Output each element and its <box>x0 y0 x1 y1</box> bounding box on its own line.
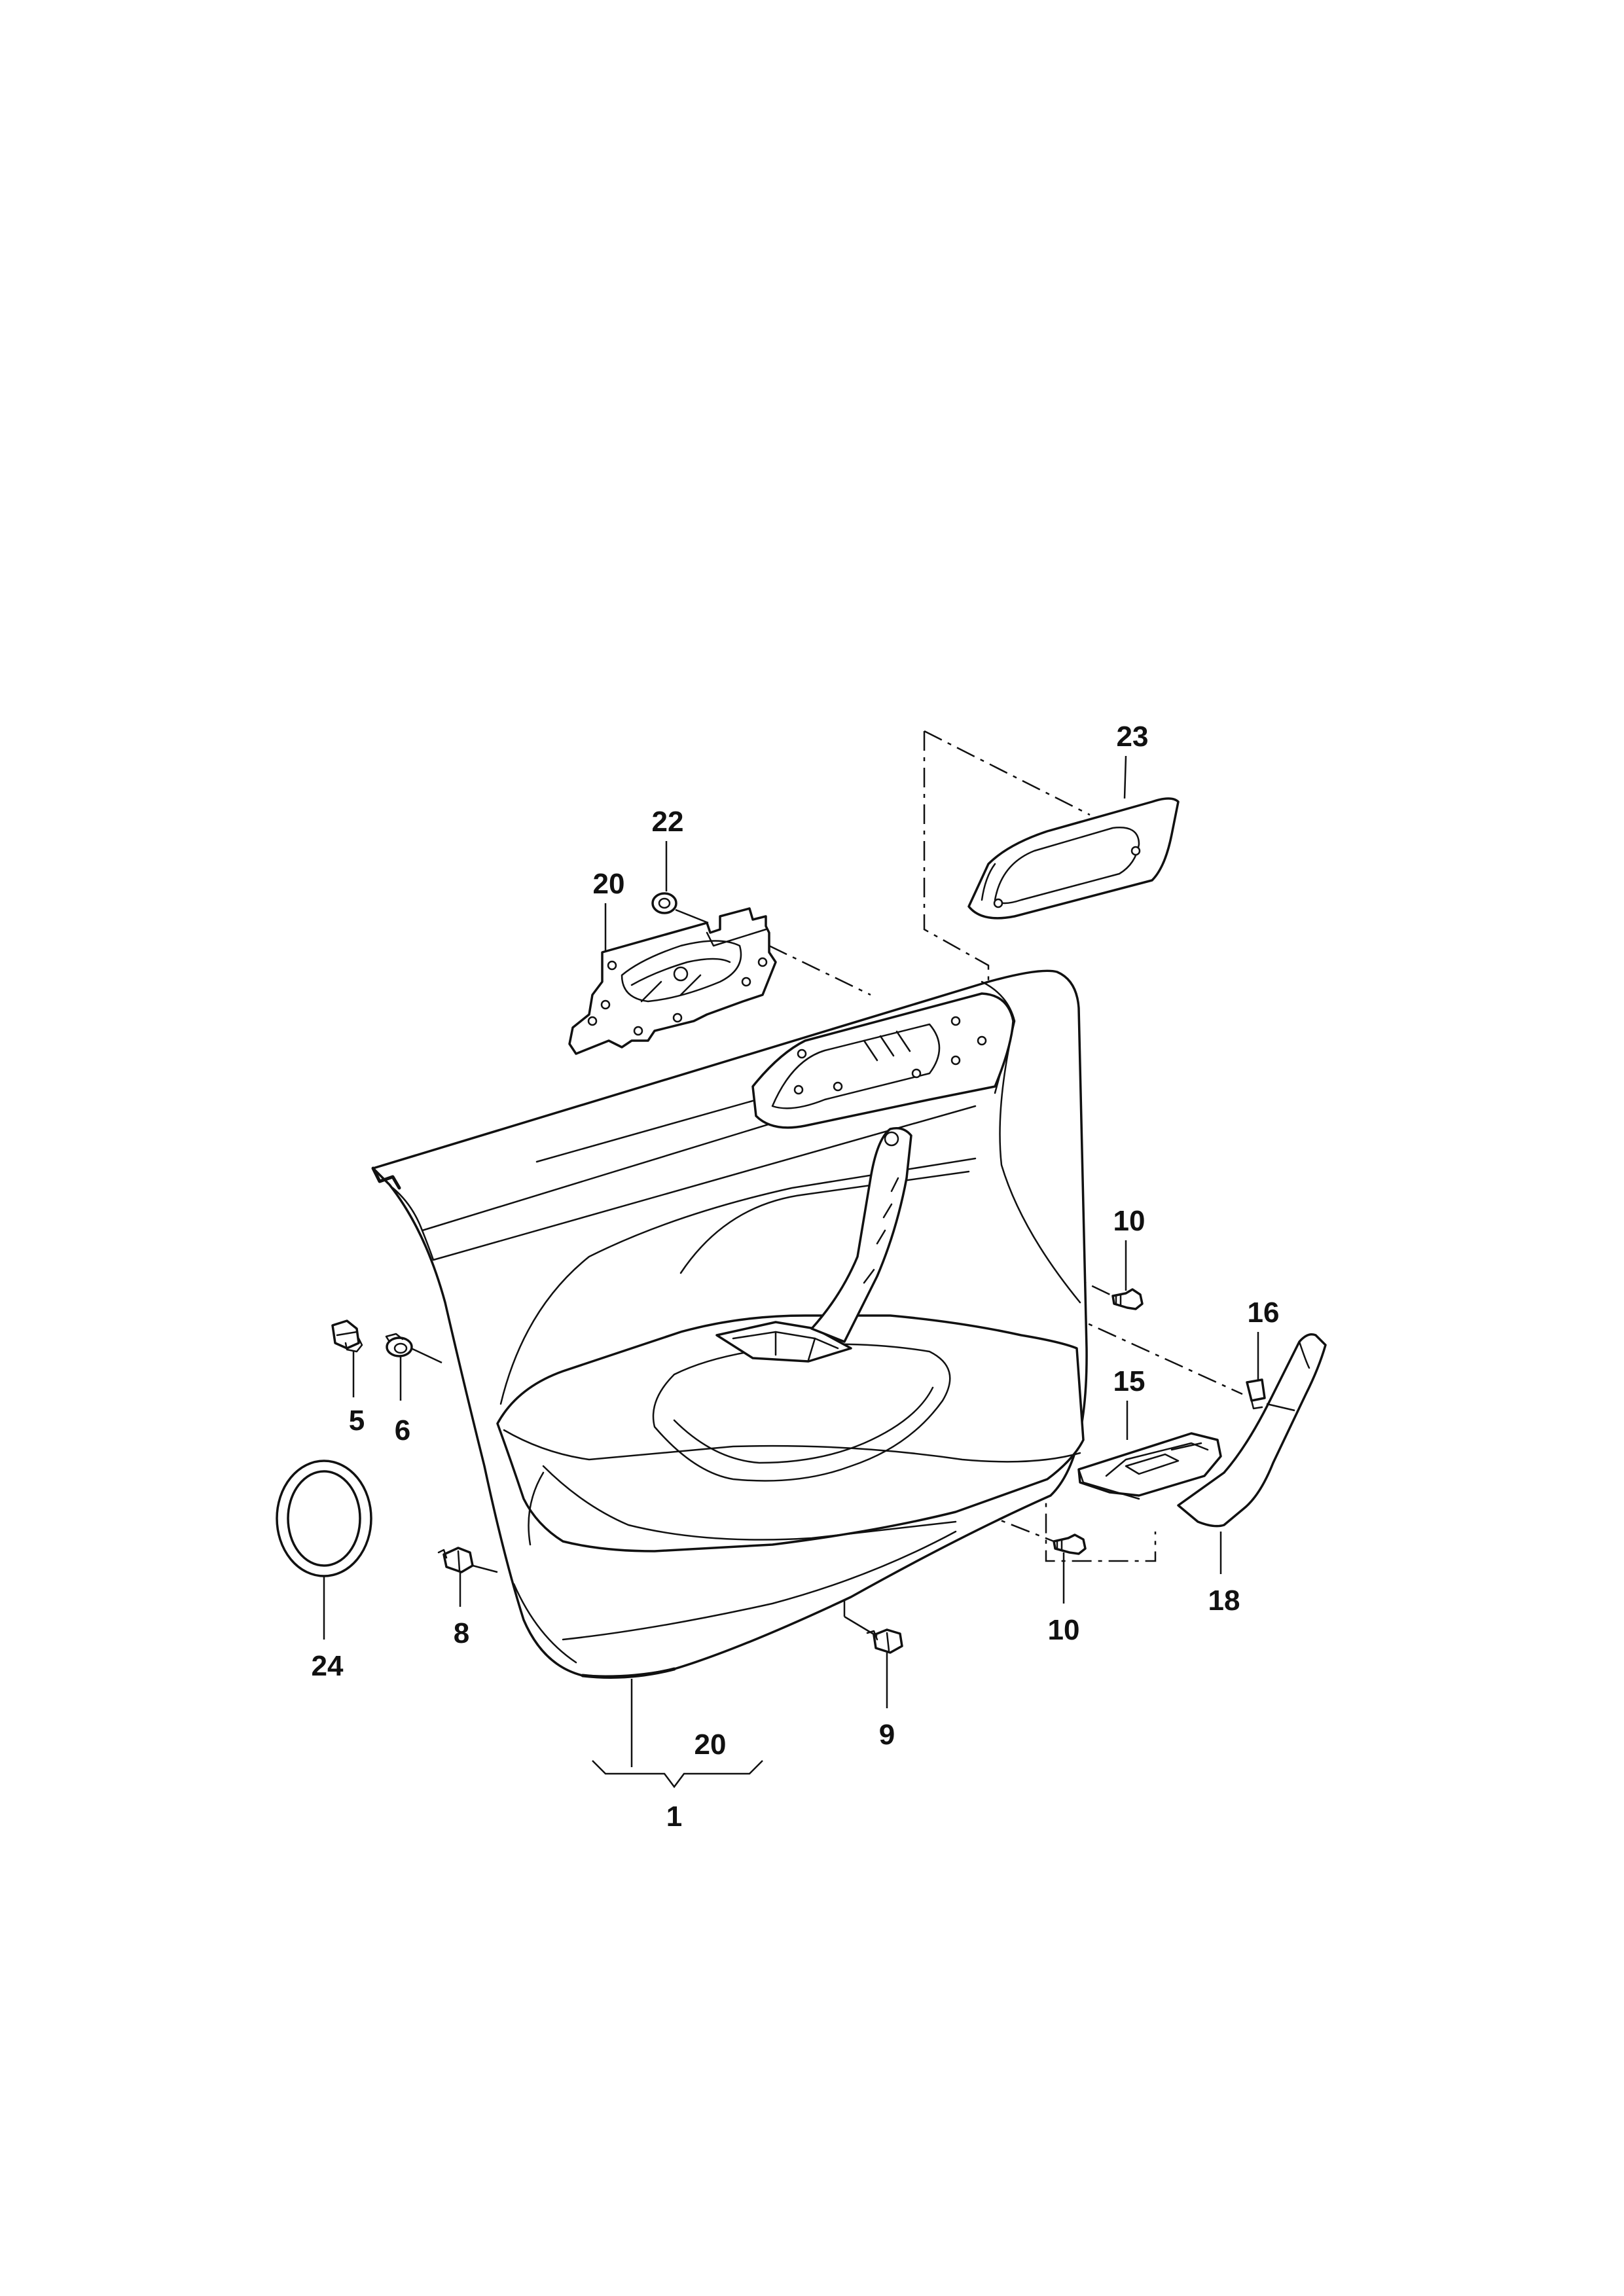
callout-23: 23 <box>1117 721 1149 753</box>
callout-18: 18 <box>1208 1585 1240 1617</box>
trim-strip <box>1177 1333 1327 1528</box>
callout-labels: 23 22 20 10 16 15 5 6 24 8 10 18 9 20 1 <box>312 721 1280 1833</box>
callout-16: 16 <box>1248 1297 1280 1329</box>
speaker-ring <box>276 1460 372 1577</box>
door-trim-panel <box>371 969 1088 1679</box>
panel-clip-lower <box>437 1547 474 1573</box>
screw-upper <box>1111 1288 1144 1310</box>
callout-20-group: 20 <box>695 1729 727 1761</box>
handle-trim-bezel <box>967 797 1180 920</box>
callout-9: 9 <box>879 1719 895 1751</box>
callout-15: 15 <box>1113 1365 1146 1397</box>
leader-lines <box>323 755 1295 1789</box>
window-switch-panel <box>1077 1432 1222 1500</box>
callout-5: 5 <box>349 1405 365 1437</box>
callout-22: 22 <box>652 806 684 838</box>
panel-clip-bottom <box>866 1628 903 1654</box>
mounting-clip <box>331 1319 363 1353</box>
screw-lower <box>1053 1534 1087 1555</box>
expansion-plug <box>385 1333 413 1357</box>
inner-door-handle <box>568 907 777 1055</box>
callout-24: 24 <box>312 1650 344 1682</box>
washer <box>651 892 677 914</box>
callout-20-handle: 20 <box>593 868 625 900</box>
callout-1: 1 <box>666 1801 682 1833</box>
callout-8: 8 <box>454 1617 469 1649</box>
callout-6: 6 <box>395 1414 410 1446</box>
callout-10-lower: 10 <box>1048 1614 1080 1646</box>
callout-10-upper: 10 <box>1113 1205 1146 1237</box>
retaining-clip <box>1246 1378 1266 1410</box>
